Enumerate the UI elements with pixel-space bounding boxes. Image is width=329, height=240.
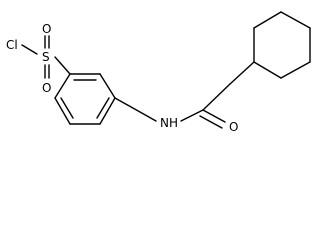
atom-o-top-label: O — [42, 22, 51, 36]
atom-o-bottom-label: O — [42, 81, 51, 95]
cyclohexane-bond-2 — [253, 11, 282, 29]
cyclohexane-bond-3 — [280, 11, 311, 29]
carbonyl-o-bond-a — [202, 109, 226, 123]
carbonyl-ch2-bond — [202, 83, 231, 111]
chemical-structure: Cl S O O NH O — [6, 11, 311, 134]
ch2-cyclohexyl-bond — [229, 61, 255, 85]
nh-carbonyl-bond — [180, 109, 204, 122]
benzene-bond-6 — [54, 73, 71, 99]
aryl-nh-bond — [114, 97, 157, 122]
s-aryl-bond — [54, 56, 71, 75]
carbonyl-o-bond-b — [199, 115, 223, 129]
benzene-bond-5 — [54, 97, 71, 125]
benzene-inner-3 — [60, 97, 74, 119]
atom-s-label: S — [42, 50, 50, 64]
atom-nh-label: NH — [160, 116, 178, 130]
cyclohexane-bond-6 — [253, 61, 282, 79]
cl-s-bond — [21, 44, 38, 55]
benzene-inner-2 — [96, 97, 110, 119]
atom-cl-label: Cl — [6, 38, 18, 52]
cyclohexane-bond-5 — [280, 61, 311, 79]
atom-labels: Cl S O O NH O — [6, 22, 238, 134]
benzene-bond-2 — [99, 73, 116, 99]
atom-carbonyl-o-label: O — [229, 120, 238, 134]
bonds — [21, 11, 311, 129]
benzene-bond-3 — [99, 97, 116, 125]
